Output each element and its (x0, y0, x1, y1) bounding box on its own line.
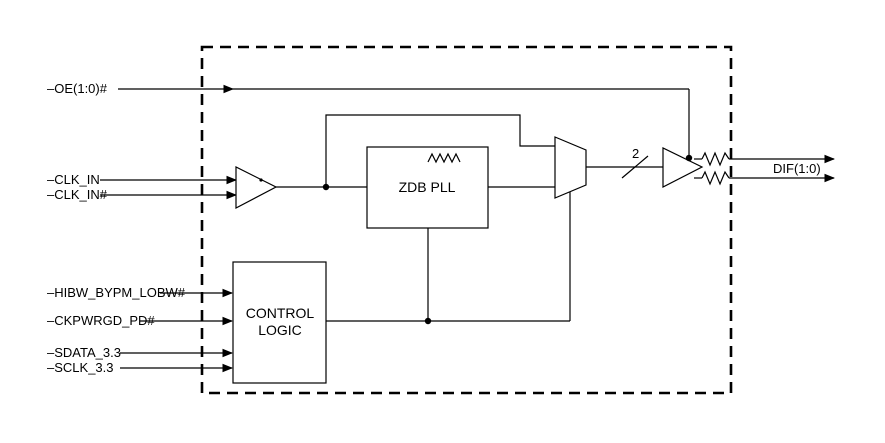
control-label-line2: LOGIC (258, 322, 302, 338)
clk-in-n-label: –CLK_IN# (47, 187, 108, 202)
bypass-mux (554, 136, 587, 199)
sdata-input-label: –SDATA_3.3 (47, 345, 121, 360)
control-wires (326, 192, 571, 325)
clock-path-wires (276, 114, 555, 191)
zdb-pll-block: ZDB PLL (366, 146, 489, 229)
output-bus: 2 (586, 146, 663, 179)
junction-dot (424, 317, 432, 325)
oe-wire (118, 84, 690, 158)
output-buffer (662, 147, 704, 188)
ckpwrgd-input-label: –CKPWRGD_PD# (47, 313, 155, 328)
control-logic-block: CONTROL LOGIC (232, 261, 327, 384)
chip-boundary (200, 45, 733, 395)
oe-input-label: –OE(1:0)# (47, 81, 108, 96)
control-label-line1: CONTROL (246, 305, 315, 321)
oscillator-icon (427, 152, 461, 164)
input-buffer (235, 166, 278, 209)
pll-label: ZDB PLL (399, 179, 456, 195)
bus-width-label: 2 (632, 146, 639, 161)
output-resistors (694, 151, 836, 186)
clk-in-label: –CLK_IN (47, 172, 100, 187)
sclk-input-label: –SCLK_3.3 (47, 360, 114, 375)
hibw-input-label: –HIBW_BYPM_LOBW# (47, 285, 186, 300)
dif-output-label: DIF(1:0) (773, 161, 821, 176)
